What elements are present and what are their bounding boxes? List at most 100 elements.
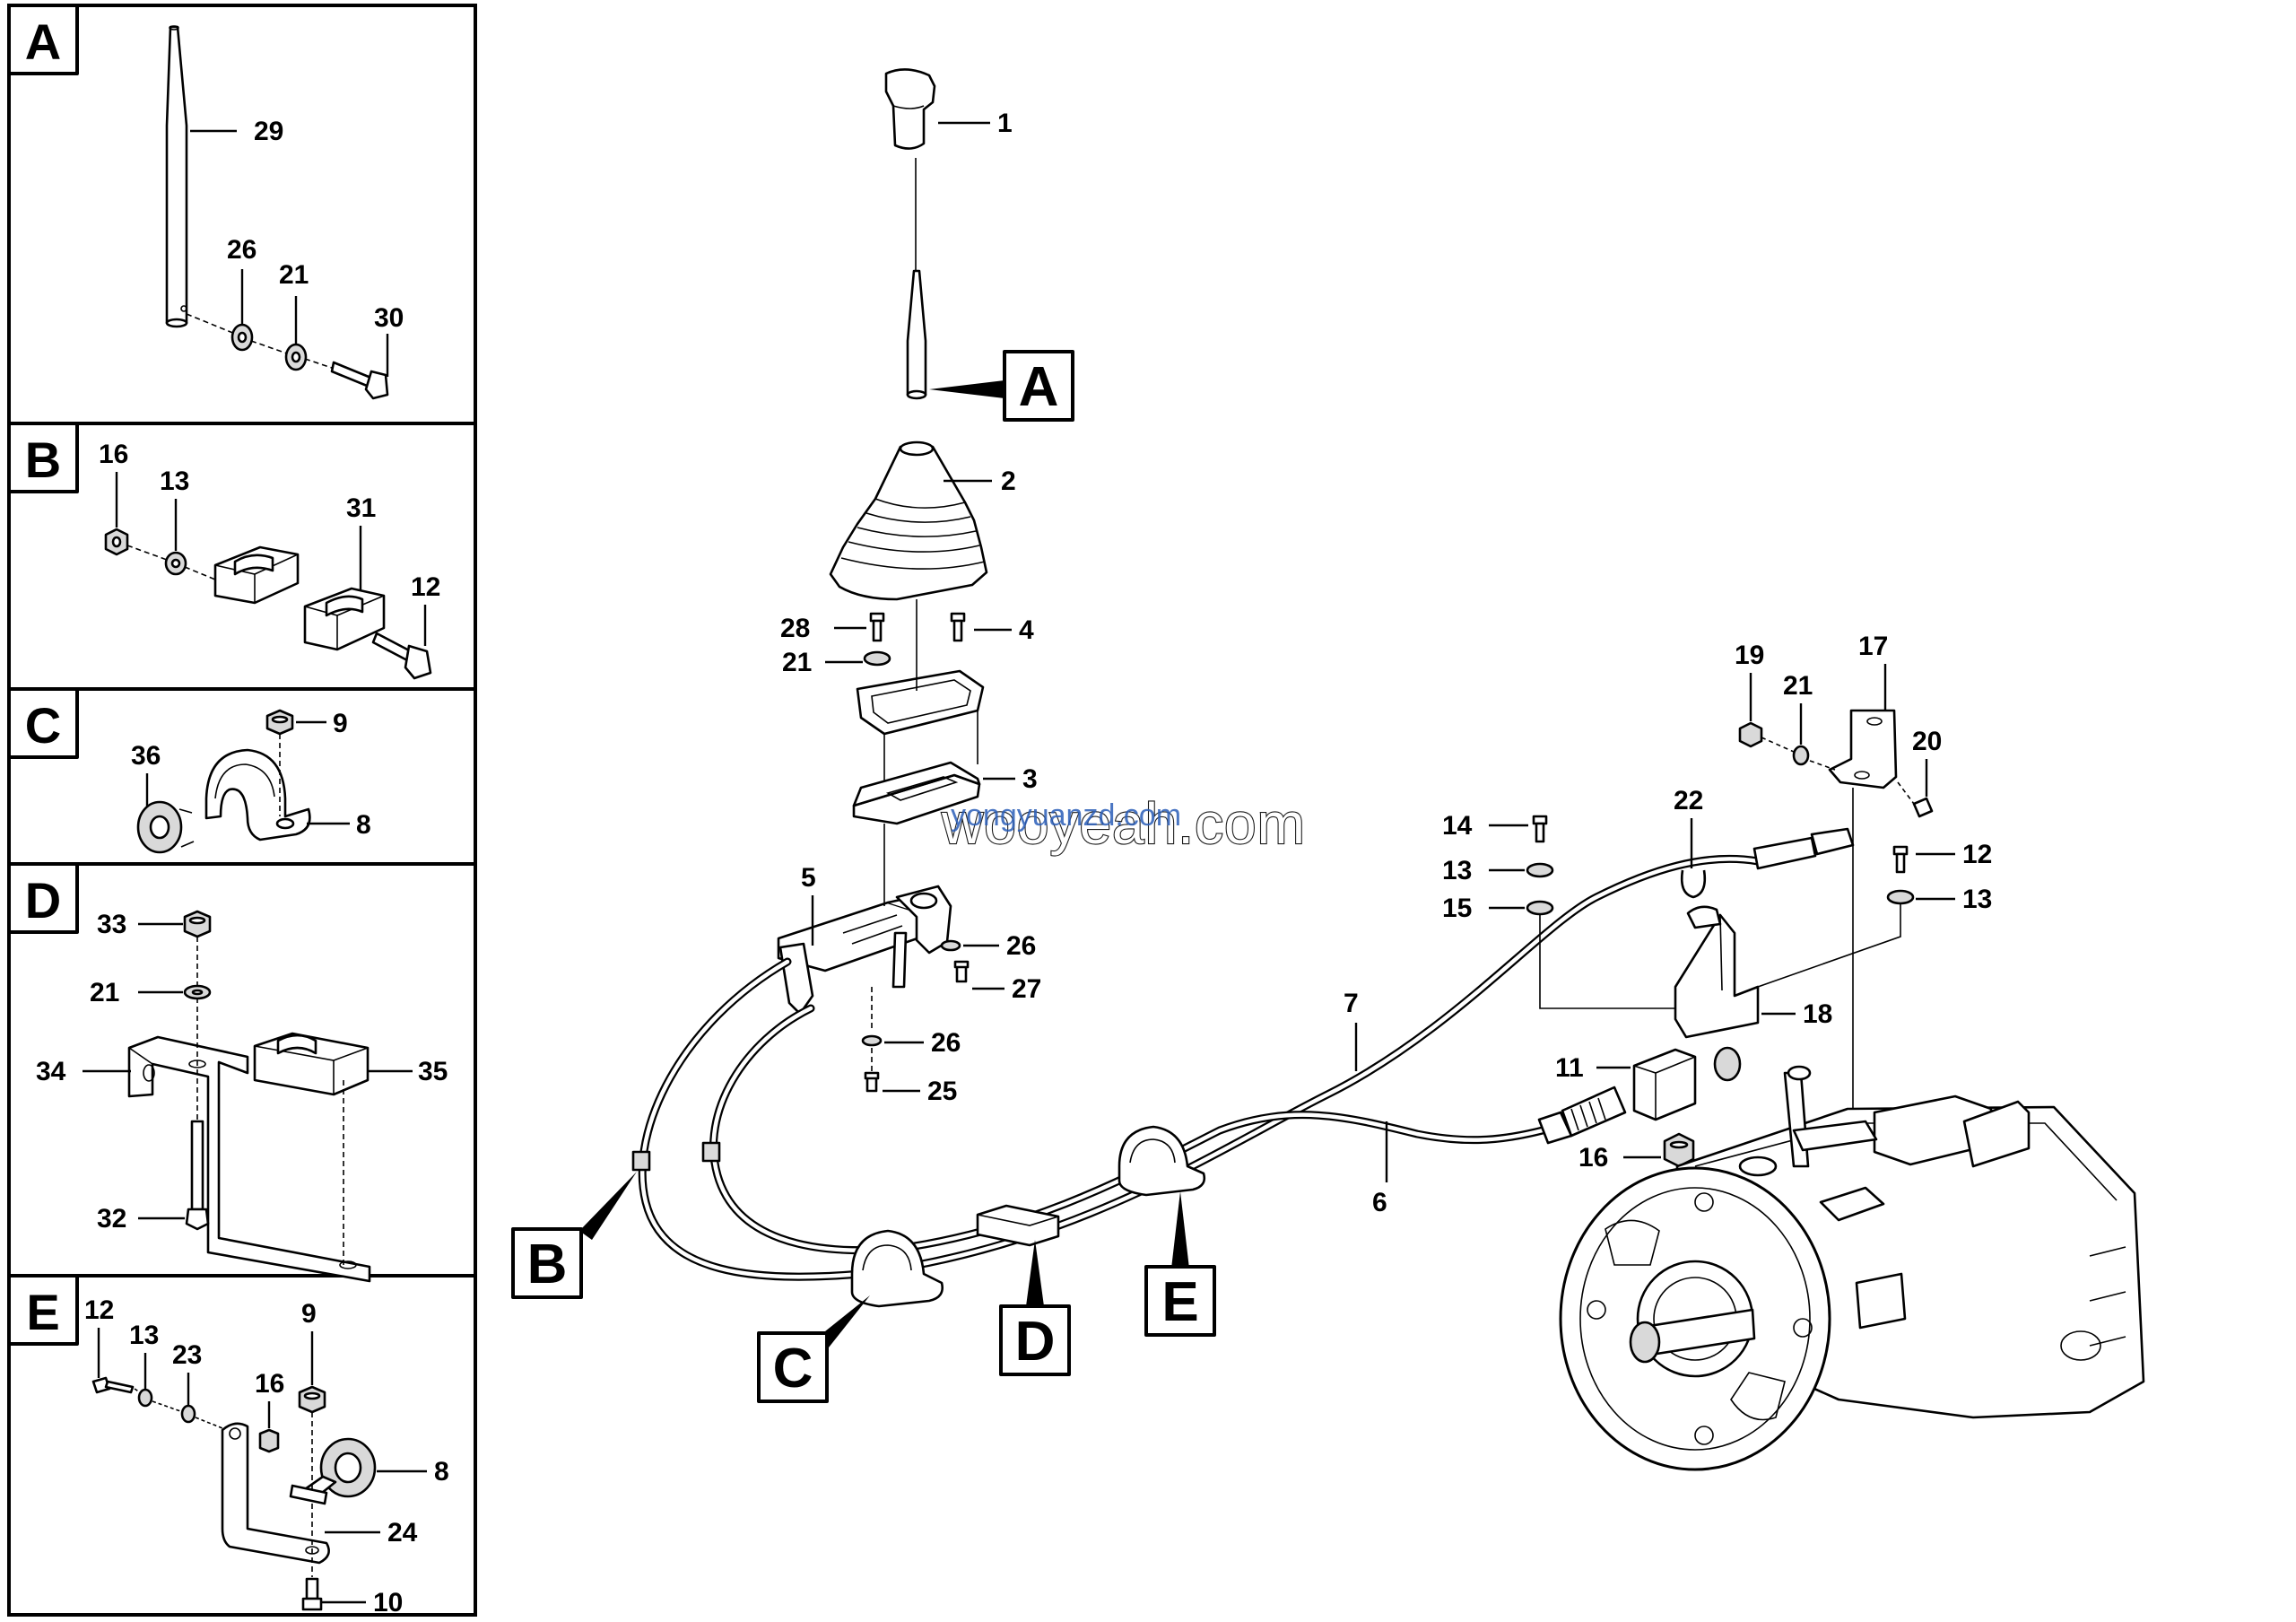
label-c-36: 36 [131, 741, 161, 771]
panel-c: C 9 36 8 [7, 687, 371, 854]
label-e-16: 16 [255, 1369, 284, 1399]
washer-26-upper [940, 939, 961, 952]
label-e-9: 9 [301, 1299, 317, 1329]
ref-marker-b: B [527, 1234, 568, 1295]
nut-19 [1738, 721, 1763, 748]
clamp-31-upper [213, 545, 300, 605]
clamp-8 [204, 748, 311, 842]
cable-clip-upper [701, 1141, 721, 1163]
label-22: 22 [1674, 786, 1703, 815]
label-6: 6 [1372, 1188, 1387, 1217]
washer-21 [284, 343, 308, 371]
label-11: 11 [1555, 1053, 1584, 1083]
panel-b: B 16 13 31 [7, 422, 440, 680]
bracket-34 [127, 1035, 371, 1283]
washer-main-13b [1886, 889, 1915, 905]
label-b-12: 12 [411, 572, 440, 602]
mounting-plate [852, 761, 981, 825]
label-3: 3 [1022, 764, 1038, 794]
cover-plate [856, 669, 985, 736]
label-14: 14 [1442, 811, 1473, 841]
label-7: 7 [1344, 989, 1359, 1018]
ref-marker-e: E [1161, 1271, 1198, 1333]
washer-main-13 [1526, 862, 1554, 878]
watermark-overlay: yongyuanzd.com [951, 798, 1181, 833]
label-e-24: 24 [387, 1518, 418, 1548]
label-d-35: 35 [418, 1057, 448, 1086]
label-15: 15 [1442, 894, 1472, 923]
clamp-35 [253, 1032, 370, 1096]
panel-a: A 29 26 21 30 [7, 4, 404, 400]
label-b-31: 31 [346, 493, 376, 523]
nut-33 [183, 910, 212, 938]
transmission [1559, 1065, 2145, 1471]
gaiter-boot [829, 440, 988, 601]
bolt-32 [185, 1120, 210, 1231]
label-e-13: 13 [129, 1321, 159, 1350]
shift-housing [777, 885, 952, 1016]
label-c-8: 8 [356, 810, 371, 840]
washer-26-lower [861, 1034, 883, 1047]
label-main-26: 26 [1006, 931, 1036, 961]
clamp-31-lower [303, 587, 386, 651]
bolt-12 [371, 632, 432, 680]
main-assembly: 1 A 2 28 [511, 68, 2145, 1471]
bolt-20 [1912, 797, 1934, 818]
detail-panels [7, 4, 477, 1617]
label-29: 29 [254, 117, 283, 146]
bracket-18 [1674, 905, 1760, 1039]
shift-cables [638, 854, 1762, 1281]
nut-e-9 [298, 1385, 326, 1414]
label-main-13b: 13 [1962, 885, 1992, 914]
panel-e: E [7, 1274, 449, 1618]
nut-e-16 [258, 1428, 280, 1453]
bracket-11 [1632, 1046, 1742, 1121]
label-e-8: 8 [434, 1457, 449, 1487]
ref-marker-d: D [1015, 1311, 1056, 1373]
bolt-14 [1532, 815, 1548, 843]
washer-e-13 [137, 1388, 153, 1408]
label-25: 25 [927, 1077, 957, 1106]
ref-marker-a: A [1019, 356, 1059, 418]
label-21: 21 [279, 260, 309, 290]
bracket-17 [1828, 709, 1898, 789]
label-b-13: 13 [160, 467, 189, 496]
label-d-32: 32 [97, 1204, 126, 1234]
washer-e-23 [180, 1404, 196, 1424]
label-2: 2 [1001, 467, 1016, 496]
washer-26 [230, 323, 254, 352]
gear-knob [884, 68, 936, 150]
label-e-12: 12 [84, 1295, 114, 1325]
ref-marker-c: C [773, 1338, 813, 1400]
label-d-33: 33 [97, 910, 126, 939]
main-lever-rod [906, 269, 927, 400]
cable-clamp-c [850, 1229, 944, 1308]
shift-lever-rod [165, 25, 188, 328]
washer-main-21 [863, 650, 891, 667]
washer-15 [1526, 900, 1554, 916]
label-main-16: 16 [1578, 1143, 1608, 1173]
bolt-e-12 [91, 1376, 135, 1394]
label-30: 30 [374, 303, 404, 333]
panel-b-letter: B [25, 432, 61, 488]
label-26: 26 [227, 235, 257, 265]
clevis-22 [1680, 869, 1707, 899]
label-1: 1 [997, 109, 1013, 138]
washer-d-21 [183, 984, 212, 1000]
cable-fitting-7 [1752, 827, 1855, 870]
label-main-13: 13 [1442, 856, 1472, 885]
label-main-21: 21 [782, 648, 812, 677]
pin-25 [864, 1071, 880, 1093]
clamp-e-8 [289, 1437, 377, 1505]
panel-d: D 33 21 [7, 862, 448, 1283]
panel-e-letter: E [26, 1284, 59, 1340]
label-4: 4 [1019, 615, 1034, 645]
grommet-36 [136, 800, 195, 854]
cable-clamp-e [1118, 1125, 1206, 1197]
screw-28 [869, 612, 885, 642]
label-e-10: 10 [373, 1588, 403, 1618]
panel-d-letter: D [25, 872, 61, 929]
label-19: 19 [1735, 641, 1764, 670]
nut-main-16 [1663, 1132, 1695, 1168]
washer-13 [164, 551, 187, 576]
